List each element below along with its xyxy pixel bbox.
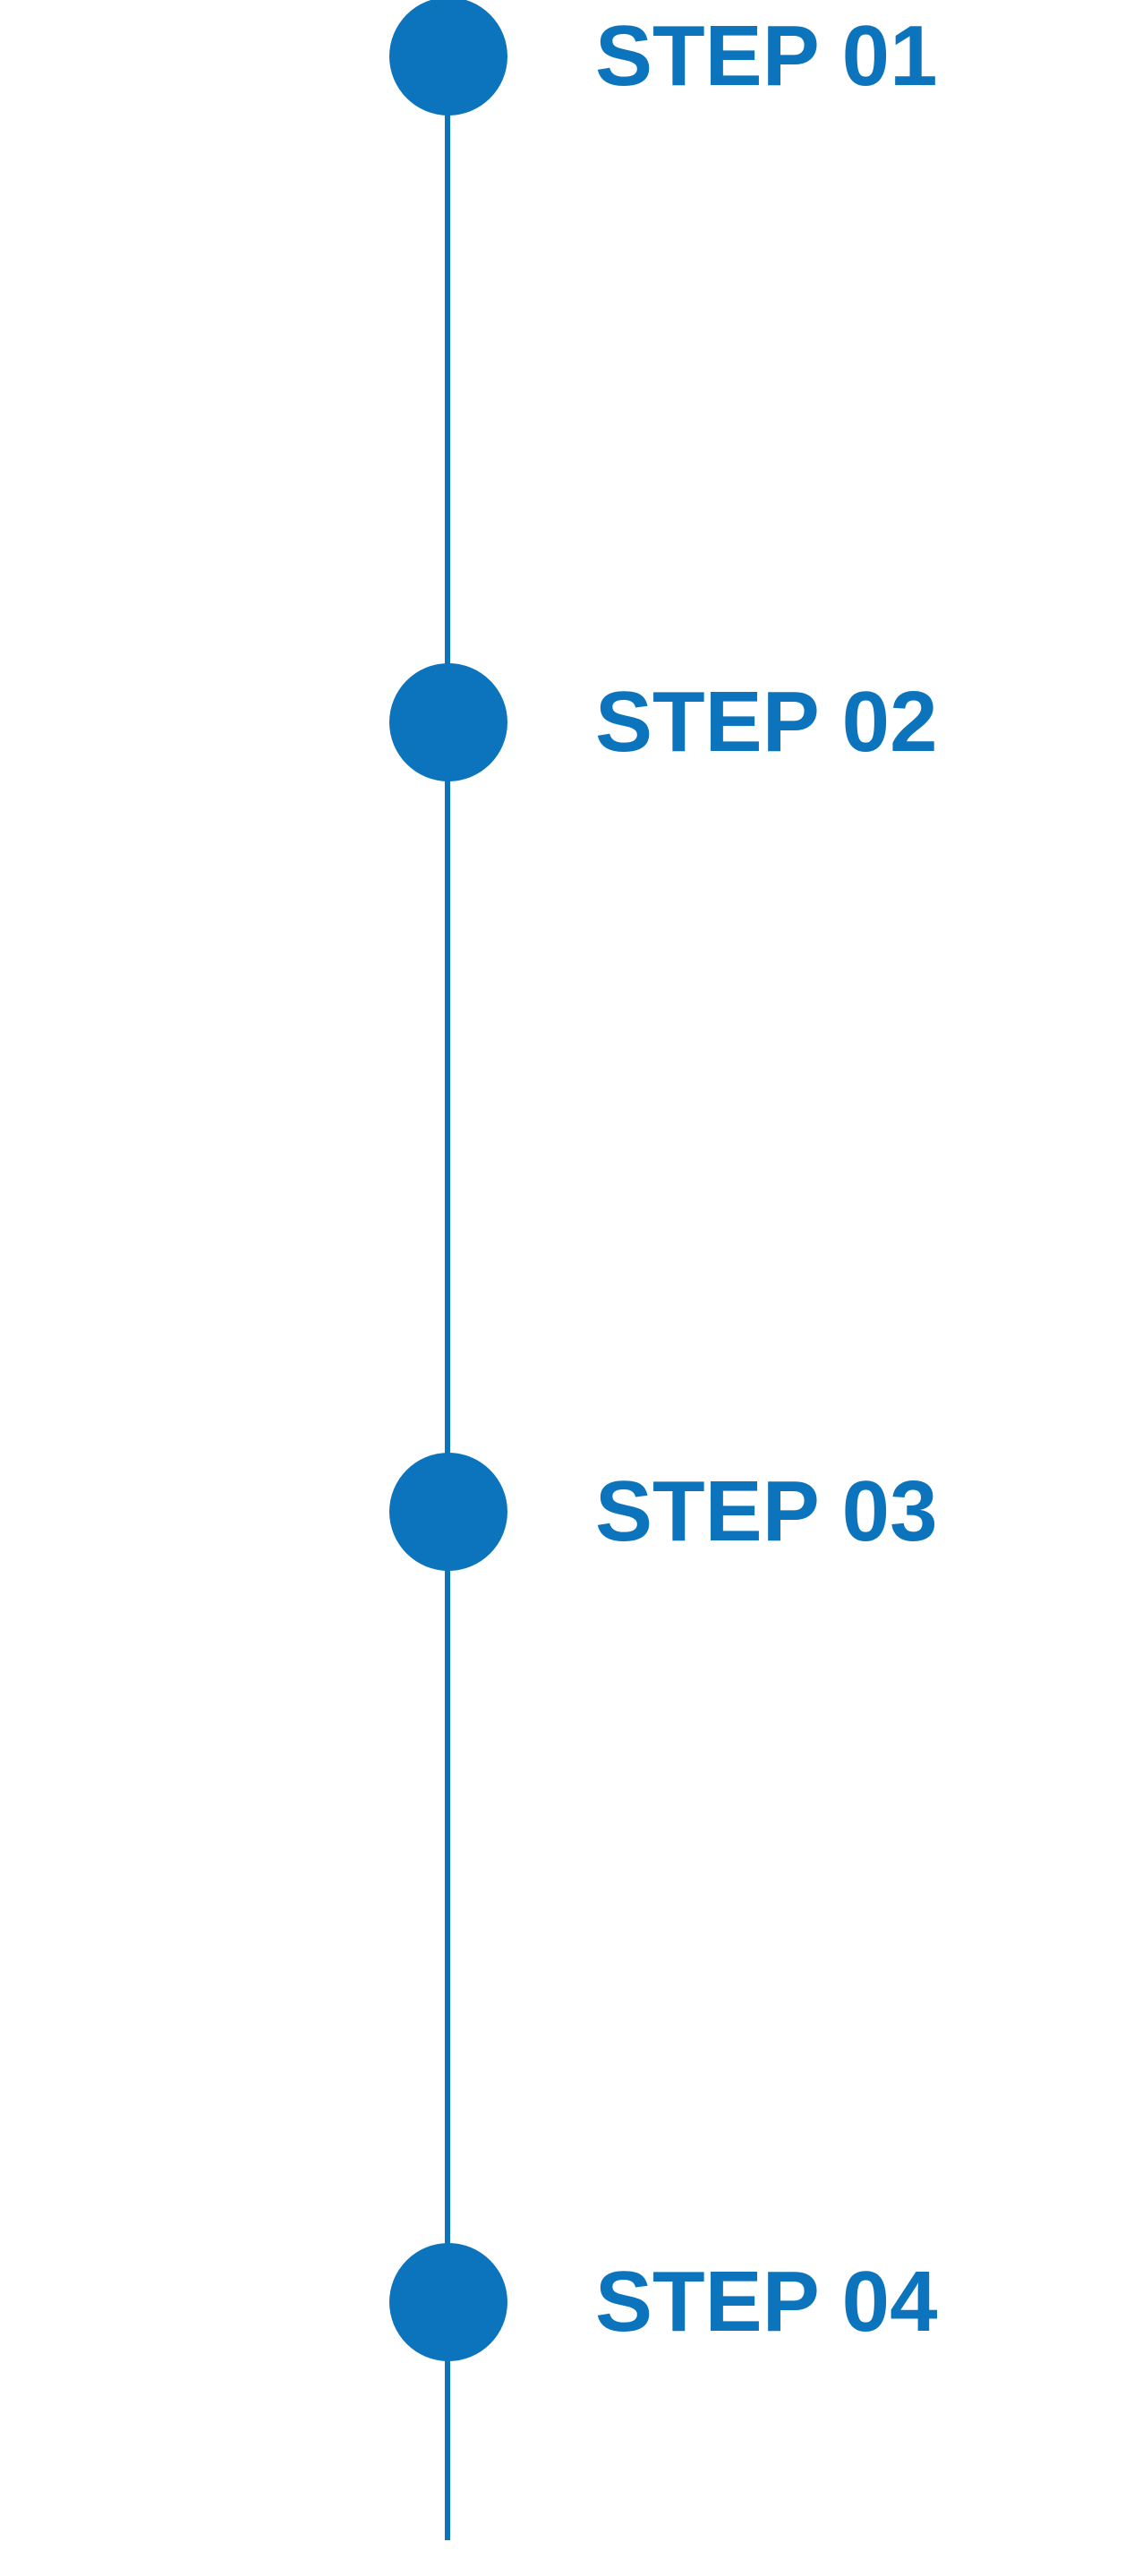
step-1-dot-icon (389, 0, 507, 115)
step-3-dot-icon (389, 1453, 507, 1571)
step-4-label: STEP 04 (595, 2254, 938, 2350)
timeline-step-2: STEP 02 (389, 663, 1087, 781)
step-2-label: STEP 02 (595, 674, 938, 770)
timeline-step-3: STEP 03 (389, 1453, 1087, 1571)
step-1-label: STEP 01 (595, 8, 938, 104)
timeline-step-4: STEP 04 (389, 2243, 1087, 2361)
step-4-dot-icon (389, 2243, 507, 2361)
step-3-label: STEP 03 (595, 1463, 938, 1559)
timeline-step-1: STEP 01 (389, 0, 1087, 115)
step-2-dot-icon (389, 663, 507, 781)
timeline-connector-line (445, 54, 450, 2540)
